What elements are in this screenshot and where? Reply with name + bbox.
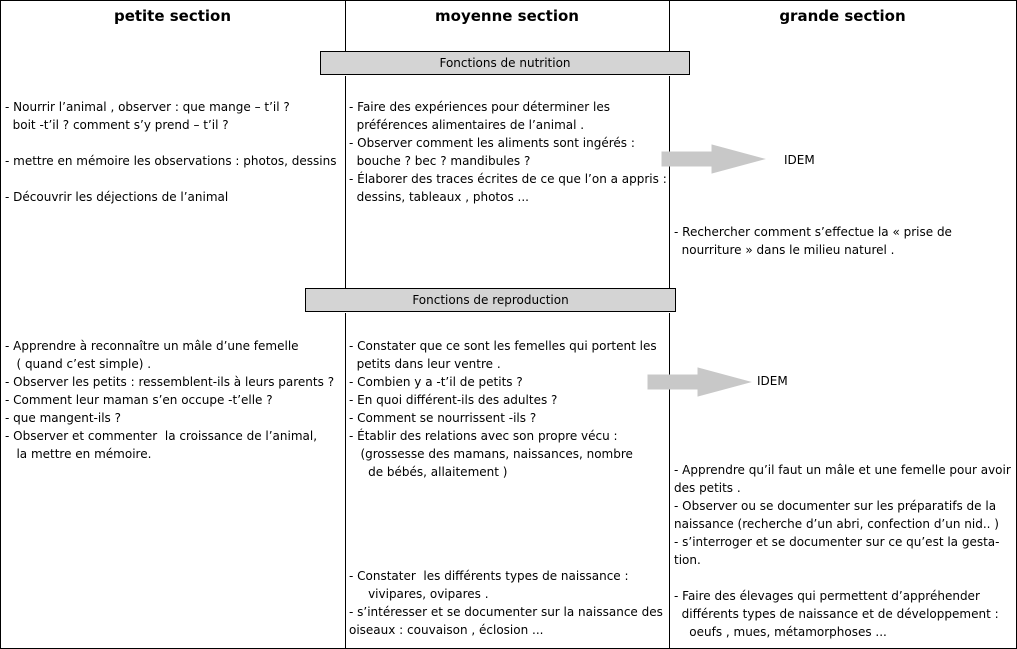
band-nutrition: Fonctions de nutrition xyxy=(320,51,690,75)
column-divider-1-mid xyxy=(345,76,346,288)
column-divider-2-low xyxy=(669,313,670,648)
reproduction-moyenne-bottom-text: - Constater les différents types de nais… xyxy=(349,569,663,637)
column-divider-1 xyxy=(345,1,346,52)
reproduction-petite-text: - Apprendre à reconnaître un mâle d’une … xyxy=(5,339,335,461)
nutrition-moyenne-text: - Faire des expériences pour déterminer … xyxy=(349,100,667,204)
column-divider-2 xyxy=(669,1,670,52)
column-divider-1-low xyxy=(345,313,346,648)
header-grande-section: grande section xyxy=(779,7,906,25)
nutrition-idem-label: IDEM xyxy=(784,153,815,167)
arrow-right-icon xyxy=(661,144,766,174)
band-reproduction: Fonctions de reproduction xyxy=(305,288,676,312)
reproduction-grande-text: - Apprendre qu’il faut un mâle et une fe… xyxy=(674,463,1011,639)
nutrition-grande-text: - Rechercher comment s’effectue la « pri… xyxy=(674,225,952,257)
column-divider-2-mid xyxy=(669,76,670,288)
reproduction-moyenne-text: - Constater que ce sont les femelles qui… xyxy=(349,339,657,479)
reproduction-idem-label: IDEM xyxy=(757,374,788,388)
header-petite-section: petite section xyxy=(113,7,232,25)
nutrition-petite-text: - Nourrir l’animal , observer : que mang… xyxy=(5,100,337,204)
arrow-right-icon xyxy=(647,367,752,397)
header-moyenne-section: moyenne section xyxy=(435,7,579,25)
